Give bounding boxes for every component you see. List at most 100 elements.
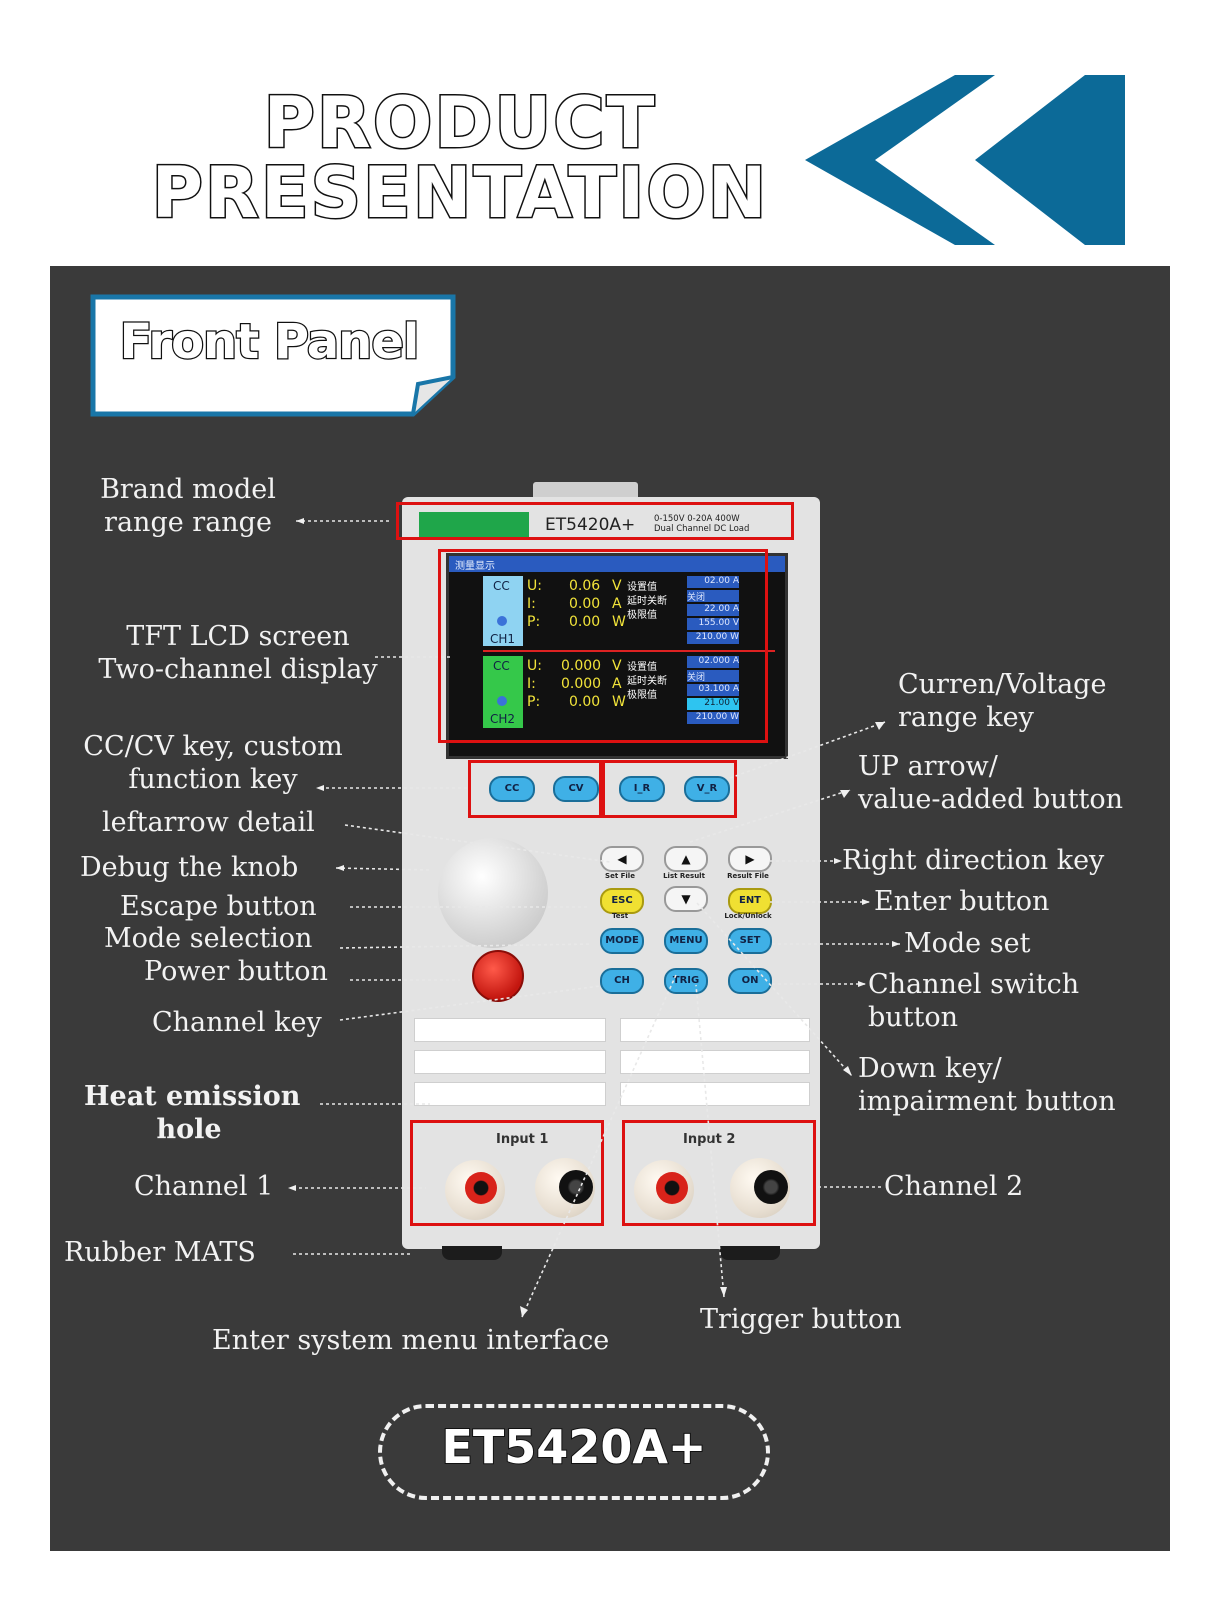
label-range-key: Curren/Voltage range key [898,668,1106,734]
section-label: Front Panel [118,313,420,372]
label-knob: Debug the knob [80,852,299,883]
section-tag: Front Panel [88,292,460,420]
label-channel1: Channel 1 [134,1171,274,1202]
device-model-label: ET5420A+ [545,515,636,535]
ch2-name: CH2 [490,712,516,726]
terminal-red-icon [465,1172,497,1204]
label-tft-line1: TFT LCD screen [126,621,350,652]
label-cccv-line1: CC/CV key, custom [83,731,343,762]
ch1-positive-terminal[interactable] [445,1160,505,1220]
label-tft: TFT LCD screen Two-channel display [86,620,390,686]
ch2-power: 0.00 [569,694,601,710]
ch1-negative-terminal[interactable] [535,1158,595,1218]
page-curl-tag-icon [90,294,456,417]
ch1-value-2: 关闭 [687,590,739,603]
lcd-divider [483,650,775,652]
label-channel-switch: Channel switch button [868,968,1079,1034]
rubber-foot [720,1246,780,1260]
label-trigger: Trigger button [700,1304,902,1335]
ch2-mode: CC [493,659,510,673]
ch2-mode-panel [483,656,523,728]
channel-on-key[interactable]: ON [728,968,772,994]
ch2-label-delay: 延时关断 [627,676,667,687]
ch2-value-4: 21.00 V [687,698,739,710]
ch1-power: 0.00 [569,614,601,630]
ch2-voltage: 0.000 [561,658,602,674]
label-up-line1: UP arrow/ [858,751,998,782]
brand-highlight-box [396,502,794,540]
label-enter: Enter button [874,886,1050,917]
ch1-label-set: 设置值 [627,582,657,593]
escape-key[interactable]: ESC [600,888,644,914]
menu-key[interactable]: MENU [664,928,708,954]
spec-line-2: Dual Channel DC Load [654,524,750,534]
model-badge-text: ET5420A+ [441,1419,708,1475]
label-brand-line1: Brand model [100,474,276,505]
label-down-line1: Down key/ [858,1053,1002,1084]
mode-key[interactable]: MODE [600,928,644,954]
left-arrow-key[interactable]: ◀ [600,846,644,872]
down-arrow-key[interactable]: ▼ [664,886,708,912]
ch1-mode-panel [483,576,523,646]
label-up-line2: value-added button [858,784,1124,815]
ch1-u-letter: U: [527,578,542,594]
ch2-positive-terminal[interactable] [634,1160,694,1220]
label-mode-selection: Mode selection [104,923,313,954]
label-switch-line2: button [868,1002,959,1033]
channel-key[interactable]: CH [600,968,644,994]
set-key[interactable]: SET [728,928,772,954]
voltage-range-key[interactable]: V_R [684,776,730,802]
cccv-highlight-box [468,760,602,818]
range-highlight-box [602,760,737,818]
ch1-mode: CC [493,579,510,593]
ch1-voltage: 0.06 [569,578,601,594]
up-arrow-key[interactable]: ▲ [664,846,708,872]
ch2-value-5: 210.00 W [687,712,739,724]
current-range-key[interactable]: I_R [619,776,665,802]
label-mode-set: Mode set [904,928,1031,959]
up-arrow-icon: ▲ [681,852,691,866]
right-arrow-key[interactable]: ▶ [728,846,772,872]
enter-key[interactable]: ENT [728,888,772,914]
vent-slot [414,1018,606,1042]
label-right-direction: Right direction key [842,845,1105,876]
result-file-caption: Result File [727,872,769,880]
ch2-i-letter: I: [527,676,536,692]
ch2-voltage-unit: V [612,658,622,674]
ch2-current-unit: A [612,676,622,692]
ch1-value-4: 155.00 V [687,618,739,630]
cv-key[interactable]: CV [553,776,599,802]
lcd-title: 测量显示 [455,561,495,572]
label-cccv-line2: function key [128,764,298,795]
input1-highlight-box [410,1120,604,1226]
ch1-label-limit: 极限值 [627,610,657,621]
label-brand-model: Brand model range range [88,473,288,539]
label-range-line2: range key [898,702,1034,733]
label-heat-hole: Heat emission hole [84,1080,300,1146]
vent-slot [414,1050,606,1074]
page-title-line2: PRESENTATION [150,151,769,236]
ch1-p-letter: P: [527,614,541,630]
power-button[interactable] [472,950,524,1002]
terminal-black-icon [559,1170,593,1204]
trigger-key[interactable]: TRIG [664,968,708,994]
ch2-dot-icon [497,696,507,706]
ch2-negative-terminal[interactable] [730,1158,790,1218]
label-menu-enter: Enter system menu interface [212,1325,610,1356]
left-arrow-icon: ◀ [617,852,627,866]
ch1-current-unit: A [612,596,622,612]
chevron-block-icon [975,75,1125,245]
label-tft-line2: Two-channel display [98,654,378,685]
vent-slot [620,1050,810,1074]
label-escape: Escape button [120,891,317,922]
label-down-key: Down key/ impairment button [858,1052,1116,1118]
model-badge [378,1404,770,1500]
input1-label: Input 1 [496,1132,549,1147]
label-brand-line2: range range [104,507,272,538]
adjustment-knob[interactable] [438,838,548,948]
ch2-u-letter: U: [527,658,542,674]
ch2-p-letter: P: [527,694,541,710]
down-arrow-icon: ▼ [681,892,691,906]
cc-key[interactable]: CC [489,776,535,802]
